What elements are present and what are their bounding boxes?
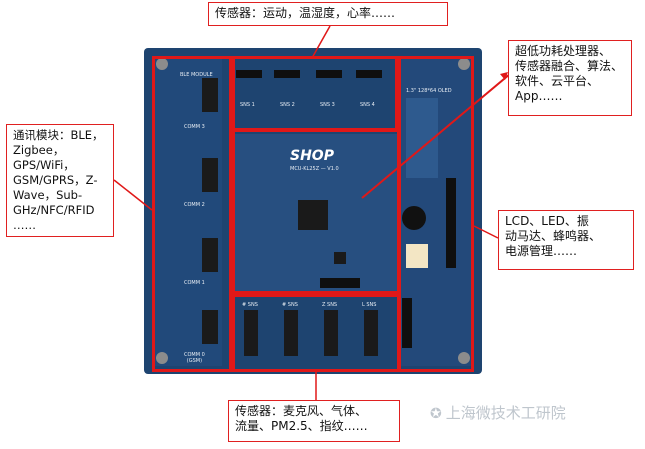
bsns1-connector [244,310,258,356]
callout-processor: 超低功耗处理器、 传感器融合、算法、 软件、云平台、 App…… [508,40,632,116]
sns3-header [316,70,342,78]
bsns3-connector [324,310,338,356]
right-bottom-connector [402,298,412,348]
comm1-connector [202,238,218,272]
oled-connector [446,178,456,268]
bsns4-label: L SNS [362,302,377,308]
bottom-header [320,278,360,288]
mount-hole-tr [458,58,470,70]
watermark-text: 上海微技术工研院 [445,404,566,422]
buzzer [402,206,426,230]
comm2-label: COMM 2 [184,202,205,208]
highlight-comm [152,56,232,372]
comm2-connector [202,158,218,192]
sns1-label: SNS 1 [240,102,255,108]
comm3-label: COMM 3 [184,124,205,130]
mount-hole-tl [156,58,168,70]
small-chip [334,252,346,264]
highlight-right [398,56,474,372]
bsns4-connector [364,310,378,356]
callout-motion-sensors: 传感器：运动，温湿度，心率…… [208,2,448,26]
sns2-header [274,70,300,78]
wechat-icon: ✪ [430,406,442,422]
callout-comm-modules: 通讯模块：BLE， Zigbee， GPS/WiFi， GSM/GPRS，Z- … [6,124,114,237]
comm0-connector [202,310,218,344]
oled-label: 1.3" 128*64 OLED [406,88,452,94]
comm0-label: COMM 0 (GSM) [184,352,205,364]
comm3-connector [202,78,218,112]
bsns3-label: Z SNS [322,302,338,308]
mcu-label: MCU-KL25Z — V1.0 [290,166,339,172]
bsns2-label: # SNS [282,302,298,308]
relay [406,244,428,268]
callout-env-sensors: 传感器：麦克风、气体、 流量、PM2.5、指纹…… [228,400,400,442]
watermark: ✪上海微技术工研院 [430,402,566,423]
sns3-label: SNS 3 [320,102,335,108]
comm1-label: COMM 1 [184,280,205,286]
sns2-label: SNS 2 [280,102,295,108]
ble-module-label: BLE MODULE [180,72,213,78]
sns1-header [236,70,262,78]
dev-board: COMM 3 COMM 2 COMM 1 COMM 0 (GSM) BLE MO… [144,48,482,374]
sns4-label: SNS 4 [360,102,375,108]
callout-peripherals: LCD、LED、振 动马达、蜂鸣器、 电源管理…… [498,210,634,270]
sns4-header [356,70,382,78]
bsns2-connector [284,310,298,356]
shop-logo: SHOP [290,148,334,164]
mount-hole-br [458,352,470,364]
mount-hole-bl [156,352,168,364]
bsns1-label: # SNS [242,302,258,308]
mcu-chip [298,200,328,230]
